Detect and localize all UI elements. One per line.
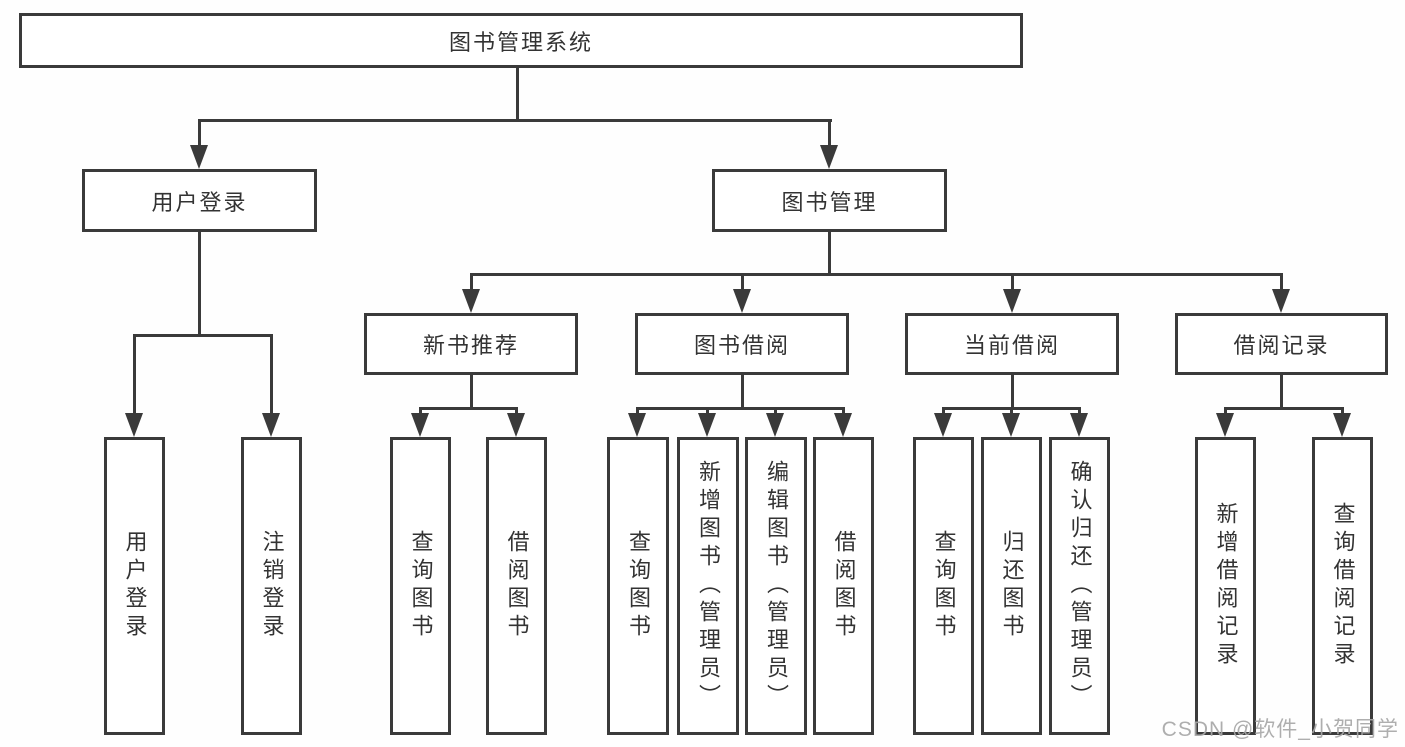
arrow-down-borrowing-records — [1272, 289, 1290, 313]
connector-arm-query-books-borrow — [636, 407, 639, 417]
node-book-borrowing: 图书借阅 — [635, 313, 849, 375]
connector-arm-add-borrow-record — [1224, 407, 1227, 417]
leaf-label: 查询图书 — [408, 530, 434, 642]
connector-arm-book-management — [828, 119, 831, 147]
node-label: 新书推荐 — [422, 333, 519, 358]
arrow-down-current-borrowing — [1003, 289, 1021, 313]
arrow-down-confirm-return — [1070, 413, 1088, 437]
connector-arm-book-borrowing — [741, 273, 744, 291]
connector-root-trunk — [516, 68, 519, 121]
arrow-down-book-management — [820, 145, 838, 169]
arrow-down-borrow-books-borrow — [834, 413, 852, 437]
leaf-query-borrow-record: 查询借阅记录 — [1312, 437, 1373, 735]
connector-arm-borrowing-records — [1280, 273, 1283, 291]
connector-book-management-trunk — [828, 232, 831, 275]
leaf-label: 用户登录 — [122, 530, 148, 642]
connector-arm-edit-book — [774, 407, 777, 417]
leaf-label: 新增图书（管理员） — [696, 460, 721, 712]
arrow-down-borrow-books-recommend — [507, 413, 525, 437]
arrow-down-query-books-recommend — [411, 413, 429, 437]
leaf-user-login: 用户登录 — [104, 437, 165, 735]
connector-user-login-trunk — [198, 232, 201, 336]
arrow-down-leaf-logout — [262, 413, 280, 437]
connector-arm-return-book — [1010, 407, 1013, 417]
leaf-label: 确认归还（管理员） — [1067, 460, 1093, 712]
connector-level3-split — [470, 273, 1283, 276]
node-new-book-recommend: 新书推荐 — [364, 313, 578, 375]
leaf-query-books-current: 查询图书 — [913, 437, 974, 735]
connector-current-borrowing-trunk — [1011, 375, 1014, 409]
arrow-down-query-borrow-record — [1333, 413, 1351, 437]
leaf-label: 借阅图书 — [504, 530, 530, 642]
node-borrowing-records: 借阅记录 — [1175, 313, 1388, 375]
leaf-borrow-books-borrow: 借阅图书 — [813, 437, 874, 735]
connector-arm-leaf-user-login — [133, 334, 136, 415]
arrow-down-return-book — [1002, 413, 1020, 437]
arrow-down-add-book — [698, 413, 716, 437]
node-library-management-system: 图书管理系统 — [19, 13, 1023, 68]
connector-arm-add-book — [706, 407, 709, 417]
connector-borrowing-records-split — [1225, 407, 1344, 410]
leaf-label: 查询借阅记录 — [1330, 502, 1356, 670]
connector-book-borrowing-split — [637, 407, 845, 410]
leaf-label: 注销登录 — [259, 530, 285, 642]
leaf-edit-book-admin: 编辑图书（管理员） — [745, 437, 807, 735]
node-label: 图书管理系统 — [448, 29, 593, 55]
arrow-down-query-books-current — [934, 413, 952, 437]
leaf-return-book: 归还图书 — [981, 437, 1042, 735]
watermark-csdn: CSDN @软件_小贺同学 — [1161, 718, 1399, 741]
node-label: 图书借阅 — [693, 333, 790, 358]
connector-new-book-trunk — [470, 375, 473, 409]
leaf-label: 借阅图书 — [831, 530, 857, 642]
connector-arm-new-book — [470, 273, 473, 291]
connector-arm-query-books-current — [942, 407, 945, 417]
connector-arm-query-books-recommend — [419, 407, 422, 417]
arrow-down-query-books-borrow — [628, 413, 646, 437]
leaf-borrow-books-recommend: 借阅图书 — [486, 437, 547, 735]
leaf-label: 查询图书 — [931, 530, 957, 642]
node-user-login: 用户登录 — [82, 169, 317, 232]
leaf-label: 查询图书 — [626, 530, 651, 642]
leaf-add-book-admin: 新增图书（管理员） — [677, 437, 739, 735]
connector-arm-leaf-logout — [270, 334, 273, 415]
arrow-down-book-borrowing — [733, 289, 751, 313]
leaf-logout: 注销登录 — [241, 437, 302, 735]
connector-arm-current-borrowing — [1011, 273, 1014, 291]
node-label: 图书管理 — [781, 189, 878, 215]
connector-root-split — [198, 119, 832, 122]
leaf-label: 归还图书 — [999, 530, 1025, 642]
node-label: 当前借阅 — [963, 333, 1060, 358]
node-label: 用户登录 — [151, 189, 248, 215]
arrow-down-edit-book — [766, 413, 784, 437]
arrow-down-new-book — [462, 289, 480, 313]
connector-borrowing-records-trunk — [1280, 375, 1283, 409]
node-current-borrowing: 当前借阅 — [905, 313, 1119, 375]
leaf-query-books-recommend: 查询图书 — [390, 437, 451, 735]
arrow-down-user-login — [190, 145, 208, 169]
connector-arm-borrow-books-recommend — [515, 407, 518, 417]
connector-book-borrowing-trunk — [741, 375, 744, 409]
leaf-add-borrow-record: 新增借阅记录 — [1195, 437, 1256, 735]
leaf-label: 编辑图书（管理员） — [764, 460, 789, 712]
node-book-management: 图书管理 — [712, 169, 947, 232]
connector-arm-borrow-books-borrow — [842, 407, 845, 417]
leaf-confirm-return-admin: 确认归还（管理员） — [1049, 437, 1110, 735]
connector-new-book-split — [420, 407, 518, 410]
connector-arm-query-borrow-record — [1341, 407, 1344, 417]
leaf-label: 新增借阅记录 — [1213, 502, 1239, 670]
leaf-query-books-borrow: 查询图书 — [607, 437, 669, 735]
connector-arm-user-login — [198, 119, 201, 147]
connector-user-login-split — [133, 334, 273, 337]
node-label: 借阅记录 — [1233, 333, 1330, 358]
arrow-down-add-borrow-record — [1216, 413, 1234, 437]
arrow-down-leaf-user-login — [125, 413, 143, 437]
connector-arm-confirm-return — [1078, 407, 1081, 417]
